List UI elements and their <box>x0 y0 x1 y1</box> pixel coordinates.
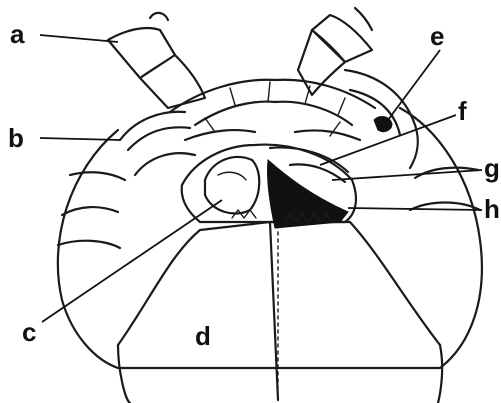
cavity-notch <box>232 210 256 218</box>
label-g: g <box>484 153 500 183</box>
left-lobe-segments <box>58 172 125 248</box>
dark-wedge <box>267 160 348 228</box>
label-d: d <box>195 321 211 351</box>
label-c: c <box>22 317 36 347</box>
left-arm-band <box>120 112 195 175</box>
plate-d <box>118 222 440 400</box>
left-appendage <box>108 28 205 108</box>
right-appendage-tip <box>355 8 372 30</box>
right-appendage <box>298 15 372 95</box>
leader-e <box>385 50 440 124</box>
leader-c <box>42 200 222 322</box>
leader-h <box>348 208 482 210</box>
label-f: f <box>458 96 467 126</box>
structure-c-inner <box>218 172 246 180</box>
left-appendage-top <box>150 13 168 20</box>
label-a: a <box>10 19 25 49</box>
plate-d-base <box>118 345 442 403</box>
label-b: b <box>8 123 24 153</box>
label-h: h <box>484 194 500 224</box>
label-e: e <box>430 21 444 51</box>
leader-a <box>40 35 118 42</box>
